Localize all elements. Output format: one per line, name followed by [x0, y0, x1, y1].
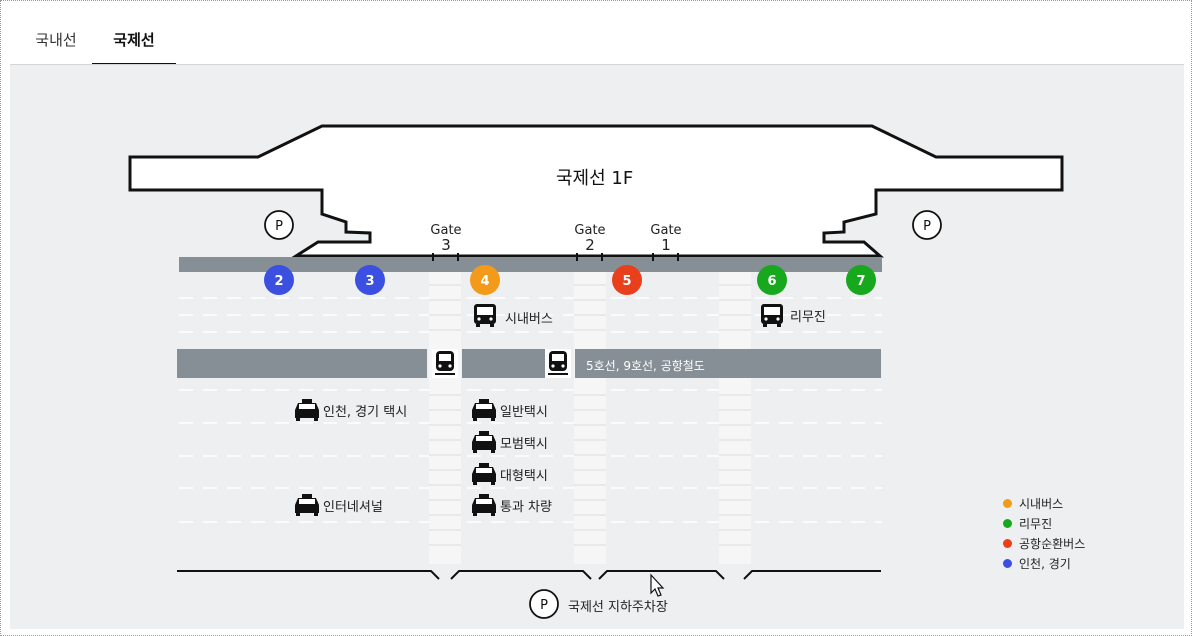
- taxi-icon: [472, 399, 496, 421]
- curb-road: [179, 257, 882, 272]
- gate-number: 1: [661, 236, 671, 254]
- gate-1-label: Gate 1: [646, 223, 686, 254]
- parking-icon: P: [529, 589, 559, 619]
- svg-text:P: P: [540, 598, 548, 613]
- limousine-label: 리무진: [790, 310, 826, 325]
- gate-ticks: [432, 253, 679, 261]
- stop-badge: 4: [470, 265, 500, 295]
- terminal-label: 국제선 1F: [556, 168, 634, 189]
- svg-text:P: P: [923, 219, 931, 234]
- svg-text:5: 5: [622, 274, 631, 289]
- crosswalk-2: [574, 272, 606, 564]
- gate-2-label: Gate 2: [570, 223, 610, 254]
- legend-dot: [1003, 559, 1012, 568]
- taxi-label-general: 일반택시: [500, 405, 548, 420]
- taxi-label-deluxe: 모범택시: [500, 437, 548, 452]
- taxi-icon: [295, 494, 319, 516]
- legend-dot: [1003, 519, 1012, 528]
- train-icon: [545, 349, 571, 378]
- gate-word: Gate: [430, 223, 462, 238]
- crosswalk-3: [719, 272, 751, 564]
- rail-corridor-right: [575, 349, 881, 378]
- gate-number: 2: [585, 236, 595, 254]
- legend-label: 인천, 경기: [1019, 557, 1071, 571]
- svg-text:P: P: [275, 219, 283, 234]
- svg-text:2: 2: [274, 274, 283, 289]
- legend-dot: [1003, 539, 1012, 548]
- taxi-icon: [472, 463, 496, 485]
- taxi-icon: [295, 399, 319, 421]
- stop-badge: 3: [355, 265, 385, 295]
- taxi-label-passing: 통과 차량: [500, 500, 552, 515]
- bus-icon: [761, 304, 783, 327]
- stop-badge: 5: [612, 265, 642, 295]
- gate-word: Gate: [650, 223, 682, 238]
- stop-badge: 7: [846, 265, 876, 295]
- legend-label: 리무진: [1019, 517, 1053, 531]
- svg-text:3: 3: [365, 274, 374, 289]
- gate-3-label: Gate 3: [426, 223, 466, 254]
- gate-word: Gate: [574, 223, 606, 238]
- taxi-label-international: 인터네셔널: [323, 500, 383, 515]
- gate-number: 3: [441, 236, 451, 254]
- svg-text:4: 4: [480, 274, 489, 289]
- underground-parking-label: 국제선 지하주차장: [568, 600, 668, 615]
- parking-entrance-line: [177, 570, 881, 580]
- stop-badge: 2: [264, 265, 294, 295]
- legend-label: 시내버스: [1019, 497, 1064, 511]
- bus-icon: [474, 304, 496, 327]
- parking-icon: P: [264, 210, 294, 240]
- terminal-building: [128, 124, 1064, 258]
- legend-dot: [1003, 499, 1012, 508]
- rail-label: 5호선, 9호선, 공항철도: [586, 359, 705, 373]
- stop-badge: 6: [757, 265, 787, 295]
- legend-label: 공항순환버스: [1019, 537, 1086, 551]
- svg-text:7: 7: [856, 274, 865, 289]
- taxi-icon: [472, 494, 496, 516]
- rail-corridor-left: [177, 349, 427, 378]
- taxi-icon: [472, 431, 496, 453]
- svg-text:6: 6: [767, 274, 776, 289]
- taxi-label-incheon: 인천, 경기 택시: [323, 405, 408, 420]
- parking-icon: P: [912, 210, 942, 240]
- tab-domestic[interactable]: 국내선: [35, 31, 77, 49]
- cursor-icon: [650, 573, 665, 597]
- city-bus-label: 시내버스: [505, 312, 553, 327]
- train-icon: [432, 349, 458, 378]
- taxi-label-large: 대형택시: [500, 469, 548, 484]
- crosswalk-1: [429, 272, 461, 564]
